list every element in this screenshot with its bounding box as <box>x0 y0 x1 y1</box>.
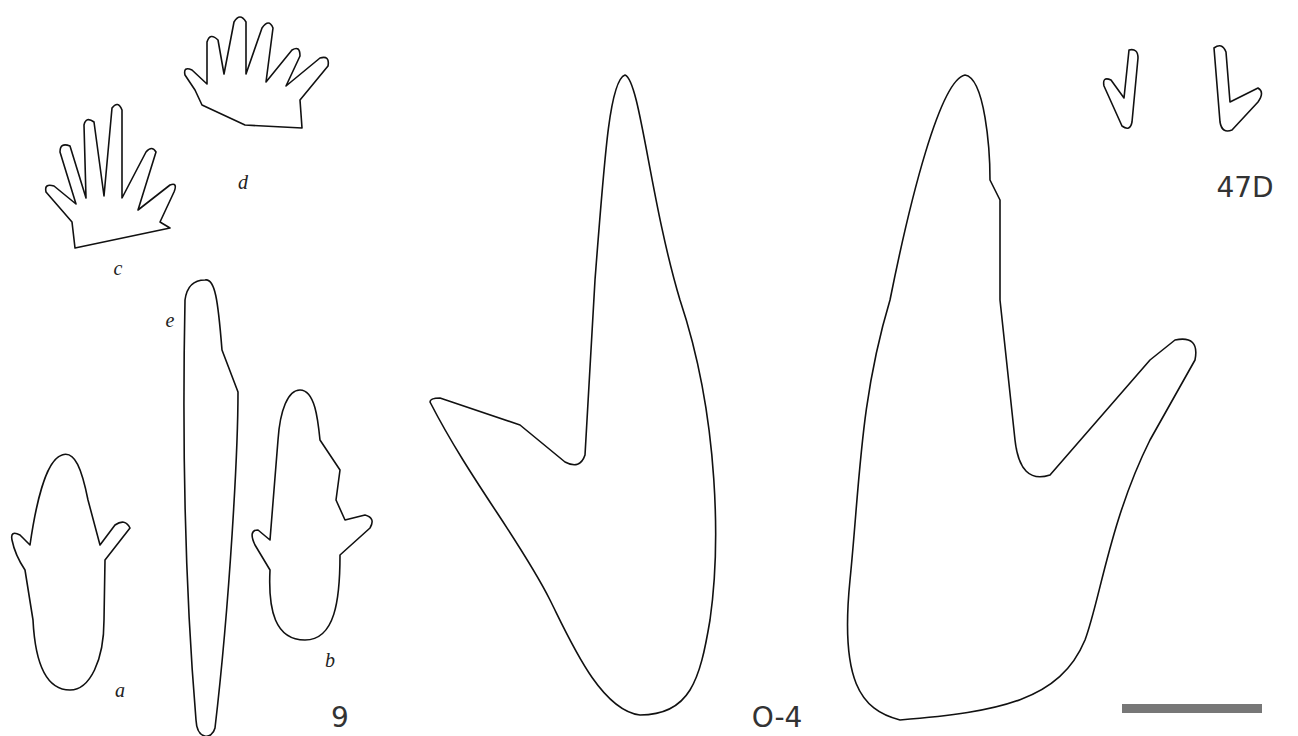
outline-e <box>184 280 238 736</box>
figure-number: 47D <box>1216 174 1273 202</box>
outline-d <box>185 17 329 128</box>
outline-o4-left <box>430 75 716 715</box>
part-letter: d <box>238 172 248 192</box>
outline-47d-right <box>1214 46 1262 131</box>
outline-b <box>252 390 372 640</box>
part-letter: c <box>114 258 123 278</box>
figure-number: 9 <box>331 704 349 732</box>
outline-a <box>12 454 130 690</box>
outline-c <box>46 104 176 248</box>
part-letter: a <box>115 680 125 700</box>
figure-number: O-4 <box>752 704 803 732</box>
part-letter: e <box>166 310 175 330</box>
scale-bar <box>1122 704 1262 713</box>
outline-47d-left <box>1104 50 1138 129</box>
part-letter: b <box>325 650 335 670</box>
outline-o4-right <box>847 75 1195 720</box>
